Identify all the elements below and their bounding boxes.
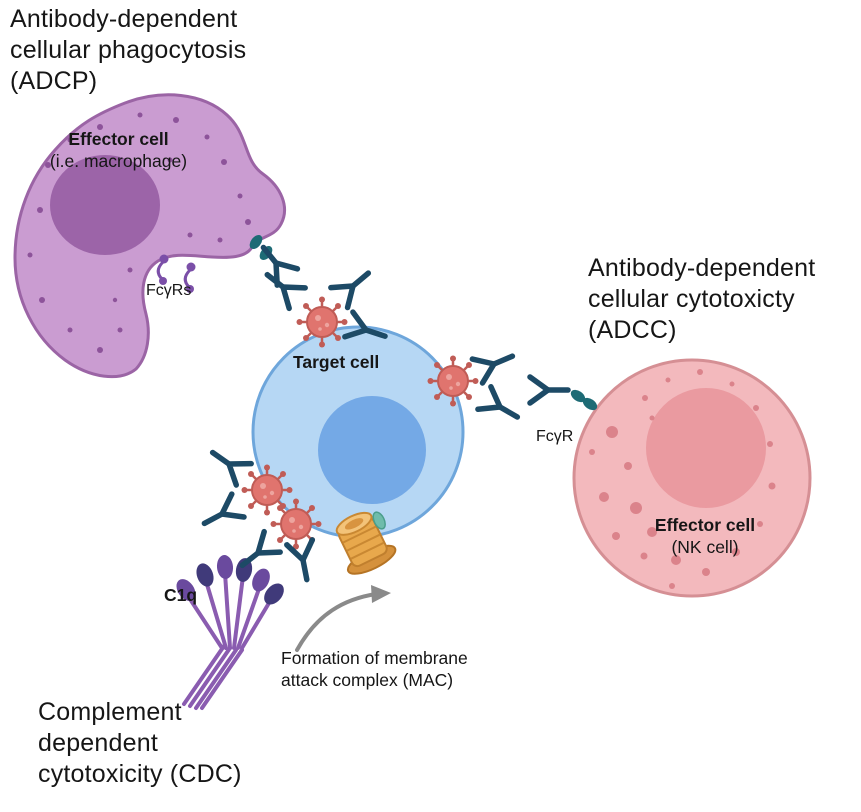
macrophage-nucleus [50,155,160,255]
mac-caption: Formation of membrane attack complex (MA… [281,648,468,690]
c1q-complex [176,555,284,710]
fcgr-receptor-teal-nk [570,389,598,411]
target-nucleus [318,396,426,504]
mac-arrow [295,585,391,652]
fcgr-label: FcγR [536,428,574,445]
macrophage-label: Effector cell [68,129,169,149]
macrophage-granules [27,112,251,353]
nk-nucleus [646,388,766,508]
fcgr-receptors-macrophage [156,254,196,293]
mac-complex [335,511,397,575]
nk-label-group: Effector cell (NK cell) [630,515,780,559]
macrophage-label-group: Effector cell (i.e. macrophage) [36,129,201,173]
target-cell [251,325,465,539]
c1q-label: C1q [164,585,198,605]
nk-label: Effector cell [654,515,756,535]
nk-cell [572,358,812,598]
nk-sublabel: (NK cell) [671,536,739,557]
fcgrs-label: FcγRs [146,282,192,299]
target-cell-label: Target cell [293,352,380,372]
nk-granules [589,369,776,589]
adcc-title: Antibody-dependent cellular cytotoxicty … [588,254,816,344]
macrophage-cell [13,93,287,379]
c1q-heads [176,555,284,605]
mac-teal-subunit [372,511,386,530]
adcp-title: Antibody-dependent cellular phagocytosis… [10,5,247,95]
cdc-title: Complement dependent cytotoxicity (CDC) [38,698,242,788]
macrophage-sublabel: (i.e. macrophage) [49,150,188,171]
